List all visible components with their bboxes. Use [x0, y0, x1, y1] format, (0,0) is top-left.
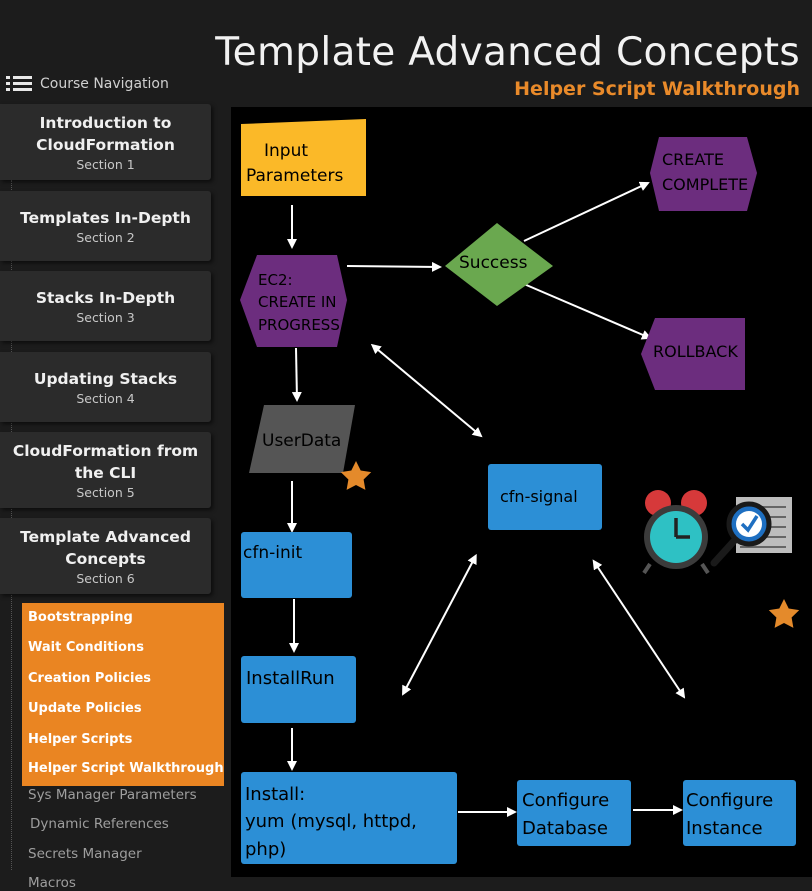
userdata-shape — [249, 405, 355, 473]
cfn-init-box — [241, 532, 352, 598]
lesson-bootstrapping[interactable]: Bootstrapping — [28, 610, 133, 625]
install-line-2: yum (mysql, httpd, — [245, 811, 417, 832]
arrow-success-to-complete — [523, 181, 650, 242]
lesson-secrets-manager[interactable]: Secrets Manager — [28, 846, 142, 862]
lesson-update-policies[interactable]: Update Policies — [28, 701, 142, 716]
section-number: Section 4 — [76, 391, 135, 406]
cfn-signal-label: cfn-signal — [500, 487, 578, 506]
input-line-1: Input — [264, 141, 308, 161]
install-line-1: Install: — [245, 784, 305, 805]
configure-database-line-2: Database — [522, 818, 608, 839]
nav-section-1[interactable]: Introduction to CloudFormation Section 1 — [0, 104, 211, 180]
alarm-clock-icon — [642, 490, 710, 575]
rollback-label: ROLLBACK — [653, 342, 738, 361]
section-number: Section 3 — [76, 310, 135, 325]
installrun-box — [241, 656, 356, 723]
nav-section-5[interactable]: CloudFormation from the CLI Section 5 — [0, 432, 211, 508]
section-number: Section 5 — [76, 485, 135, 500]
magnifier-check-icon — [710, 497, 792, 567]
star-icon — [768, 599, 800, 628]
section-title-line: Template Advanced — [20, 528, 191, 546]
menu-icon — [6, 76, 32, 92]
input-line-2: Parameters — [246, 166, 343, 186]
creation-policy-line-1: Creation — [687, 574, 767, 596]
section-title-line: CloudFormation — [36, 136, 175, 154]
installrun-label: InstallRun — [246, 668, 335, 689]
lesson-helper-scripts[interactable]: Helper Scripts — [28, 732, 133, 747]
course-navigation-label: Course Navigation — [40, 76, 169, 92]
page-title: Template Advanced Concepts — [215, 30, 800, 75]
success-label: Success — [459, 253, 528, 273]
userdata-label: UserData — [262, 431, 341, 451]
section-title-line: Concepts — [65, 550, 146, 568]
section-title-line: Introduction to — [39, 114, 172, 132]
configure-database-line-1: Configure — [522, 790, 609, 811]
arrow-cfnsignal-installrun — [402, 553, 477, 696]
no-label: N — [529, 303, 542, 323]
create-complete-line-2: COMPLETE — [662, 175, 748, 194]
diagram-canvas: Input Parameters EC2: CREATE IN PROGRESS… — [231, 107, 812, 877]
success-diamond — [445, 223, 553, 306]
section-number: Section 6 — [76, 571, 135, 586]
star-icon — [340, 461, 372, 490]
lesson-wait-conditions[interactable]: Wait Conditions — [28, 640, 144, 655]
ec2-line-2: CREATE IN — [258, 293, 337, 311]
section-title-line: Templates In-Depth — [20, 209, 191, 227]
cfn-init-label: cfn-init — [243, 543, 302, 563]
ec2-line-3: PROGRESS — [258, 316, 340, 334]
section-title-line: CloudFormation from — [12, 442, 199, 460]
section-title-line: Stacks In-Depth — [35, 289, 176, 307]
input-parameters-shape — [241, 119, 366, 196]
flow-diagram: Input Parameters EC2: CREATE IN PROGRESS… — [240, 119, 800, 864]
ec2-line-1: EC2: — [258, 271, 293, 289]
nav-section-3[interactable]: Stacks In-Depth Section 3 — [0, 271, 211, 341]
lesson-sys-manager-parameters[interactable]: Sys Manager Parameters — [28, 787, 197, 803]
arrow-success-to-rollback — [523, 283, 652, 340]
arrow-cfnsignal-instance — [592, 559, 686, 699]
arrow-ec2-to-userdata — [291, 347, 302, 402]
lesson-dynamic-references[interactable]: Dynamic References — [30, 816, 169, 832]
nav-section-6[interactable]: Template Advanced Concepts Section 6 — [0, 518, 211, 594]
page-subtitle: Helper Script Walkthrough — [514, 78, 800, 100]
nav-section-2[interactable]: Templates In-Depth Section 2 — [0, 191, 211, 261]
install-line-3: php) — [245, 839, 286, 860]
create-complete-shape — [650, 137, 757, 211]
lesson-creation-policies[interactable]: Creation Policies — [28, 671, 152, 686]
arrow-ec2-cfnsignal — [370, 343, 483, 438]
section-number: Section 2 — [76, 230, 135, 245]
lesson-macros[interactable]: Macros — [28, 875, 76, 891]
active-lessons-highlight — [22, 603, 224, 786]
course-navigation-toggle[interactable]: Course Navigation — [6, 76, 169, 92]
yes-label: Y — [526, 207, 538, 227]
arrow-ec2-to-success — [346, 261, 442, 272]
create-complete-line-1: CREATE — [662, 150, 724, 169]
section-title-line: the CLI — [74, 464, 137, 482]
section-title-line: Updating Stacks — [33, 370, 178, 388]
configure-database-box — [517, 780, 631, 846]
creation-policy-line-2: Policy — [687, 602, 742, 624]
configure-instance-box — [683, 780, 796, 846]
rollback-shape — [641, 318, 745, 390]
nav-section-4[interactable]: Updating Stacks Section 4 — [0, 352, 211, 422]
lesson-helper-script-walkthrough[interactable]: Helper Script Walkthrough — [28, 761, 224, 776]
configure-instance-line-2: Instance — [686, 818, 763, 839]
install-box — [241, 772, 457, 864]
cfn-signal-box — [488, 464, 602, 530]
configure-instance-line-1: Configure — [686, 790, 773, 811]
section-number: Section 1 — [76, 157, 135, 172]
ec2-shape — [240, 255, 347, 347]
